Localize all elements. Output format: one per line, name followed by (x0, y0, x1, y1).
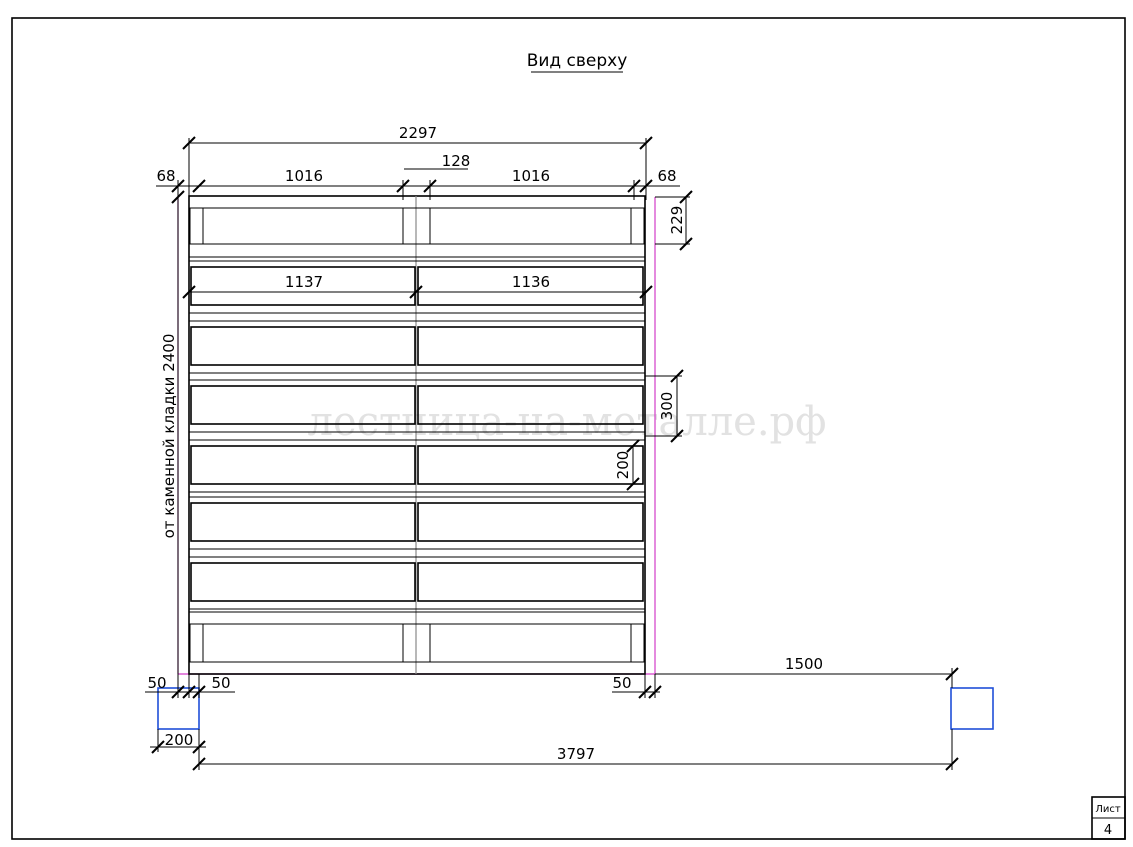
svg-text:128: 128 (442, 152, 471, 170)
svg-text:1137: 1137 (285, 273, 323, 291)
svg-text:50: 50 (612, 674, 631, 692)
tread-5-right (417, 502, 644, 542)
tread-4-right (417, 445, 644, 485)
dimension-post-distance: 1500 (655, 655, 959, 688)
svg-text:3797: 3797 (557, 745, 595, 763)
tread-3-left (190, 385, 416, 425)
dimension-tread-depth: 200 (614, 439, 640, 491)
tread-6-left (190, 562, 416, 602)
svg-text:2297: 2297 (399, 124, 437, 142)
svg-text:50: 50 (211, 674, 230, 692)
svg-text:1016: 1016 (512, 167, 550, 185)
svg-text:229: 229 (668, 206, 686, 235)
sheet-number-box: Лист 4 (1091, 796, 1126, 840)
sheet-number: 4 (1104, 823, 1112, 838)
dimension-row-top: 68 1016 128 1016 68 (156, 152, 680, 200)
treads (189, 260, 645, 610)
tread-4-left (190, 445, 416, 485)
sheet-border (11, 17, 1126, 840)
dimension-step-pitch: 300 (645, 369, 684, 443)
tread-2-right (417, 326, 644, 366)
dimension-tread-widths: 1137 1136 (182, 273, 653, 299)
sheet-label: Лист (1095, 804, 1121, 815)
dimension-step-depth: 229 (655, 190, 693, 251)
svg-text:1136: 1136 (512, 273, 550, 291)
dimension-post-size: 200 (150, 729, 206, 754)
svg-text:200: 200 (165, 731, 194, 749)
tread-5-left (190, 502, 416, 542)
dimension-bottom-offsets: 50 50 50 (145, 674, 662, 699)
tread-1-right (417, 266, 644, 306)
svg-text:68: 68 (156, 167, 175, 185)
tread-2-left (190, 326, 416, 366)
svg-text:1016: 1016 (285, 167, 323, 185)
support-post-right (950, 687, 994, 730)
watermark: лестница-на-металле.рф (308, 399, 827, 445)
drawing-title: Вид сверху (527, 51, 628, 71)
tread-1-left (190, 266, 416, 306)
svg-text:50: 50 (147, 674, 166, 692)
tread-3-right (417, 385, 644, 425)
svg-text:1500: 1500 (785, 655, 823, 673)
tread-6-right (417, 562, 644, 602)
dimension-total-length: 3797 (192, 729, 959, 771)
svg-text:68: 68 (657, 167, 676, 185)
svg-text:200: 200 (614, 451, 632, 480)
bottom-band (189, 611, 645, 663)
svg-text:от каменной кладки 2400: от каменной кладки 2400 (160, 334, 178, 539)
top-band (189, 207, 645, 258)
dimension-masonry: от каменной кладки 2400 (160, 190, 185, 674)
svg-text:300: 300 (658, 392, 676, 421)
dimension-overall-width: 2297 (182, 124, 653, 196)
